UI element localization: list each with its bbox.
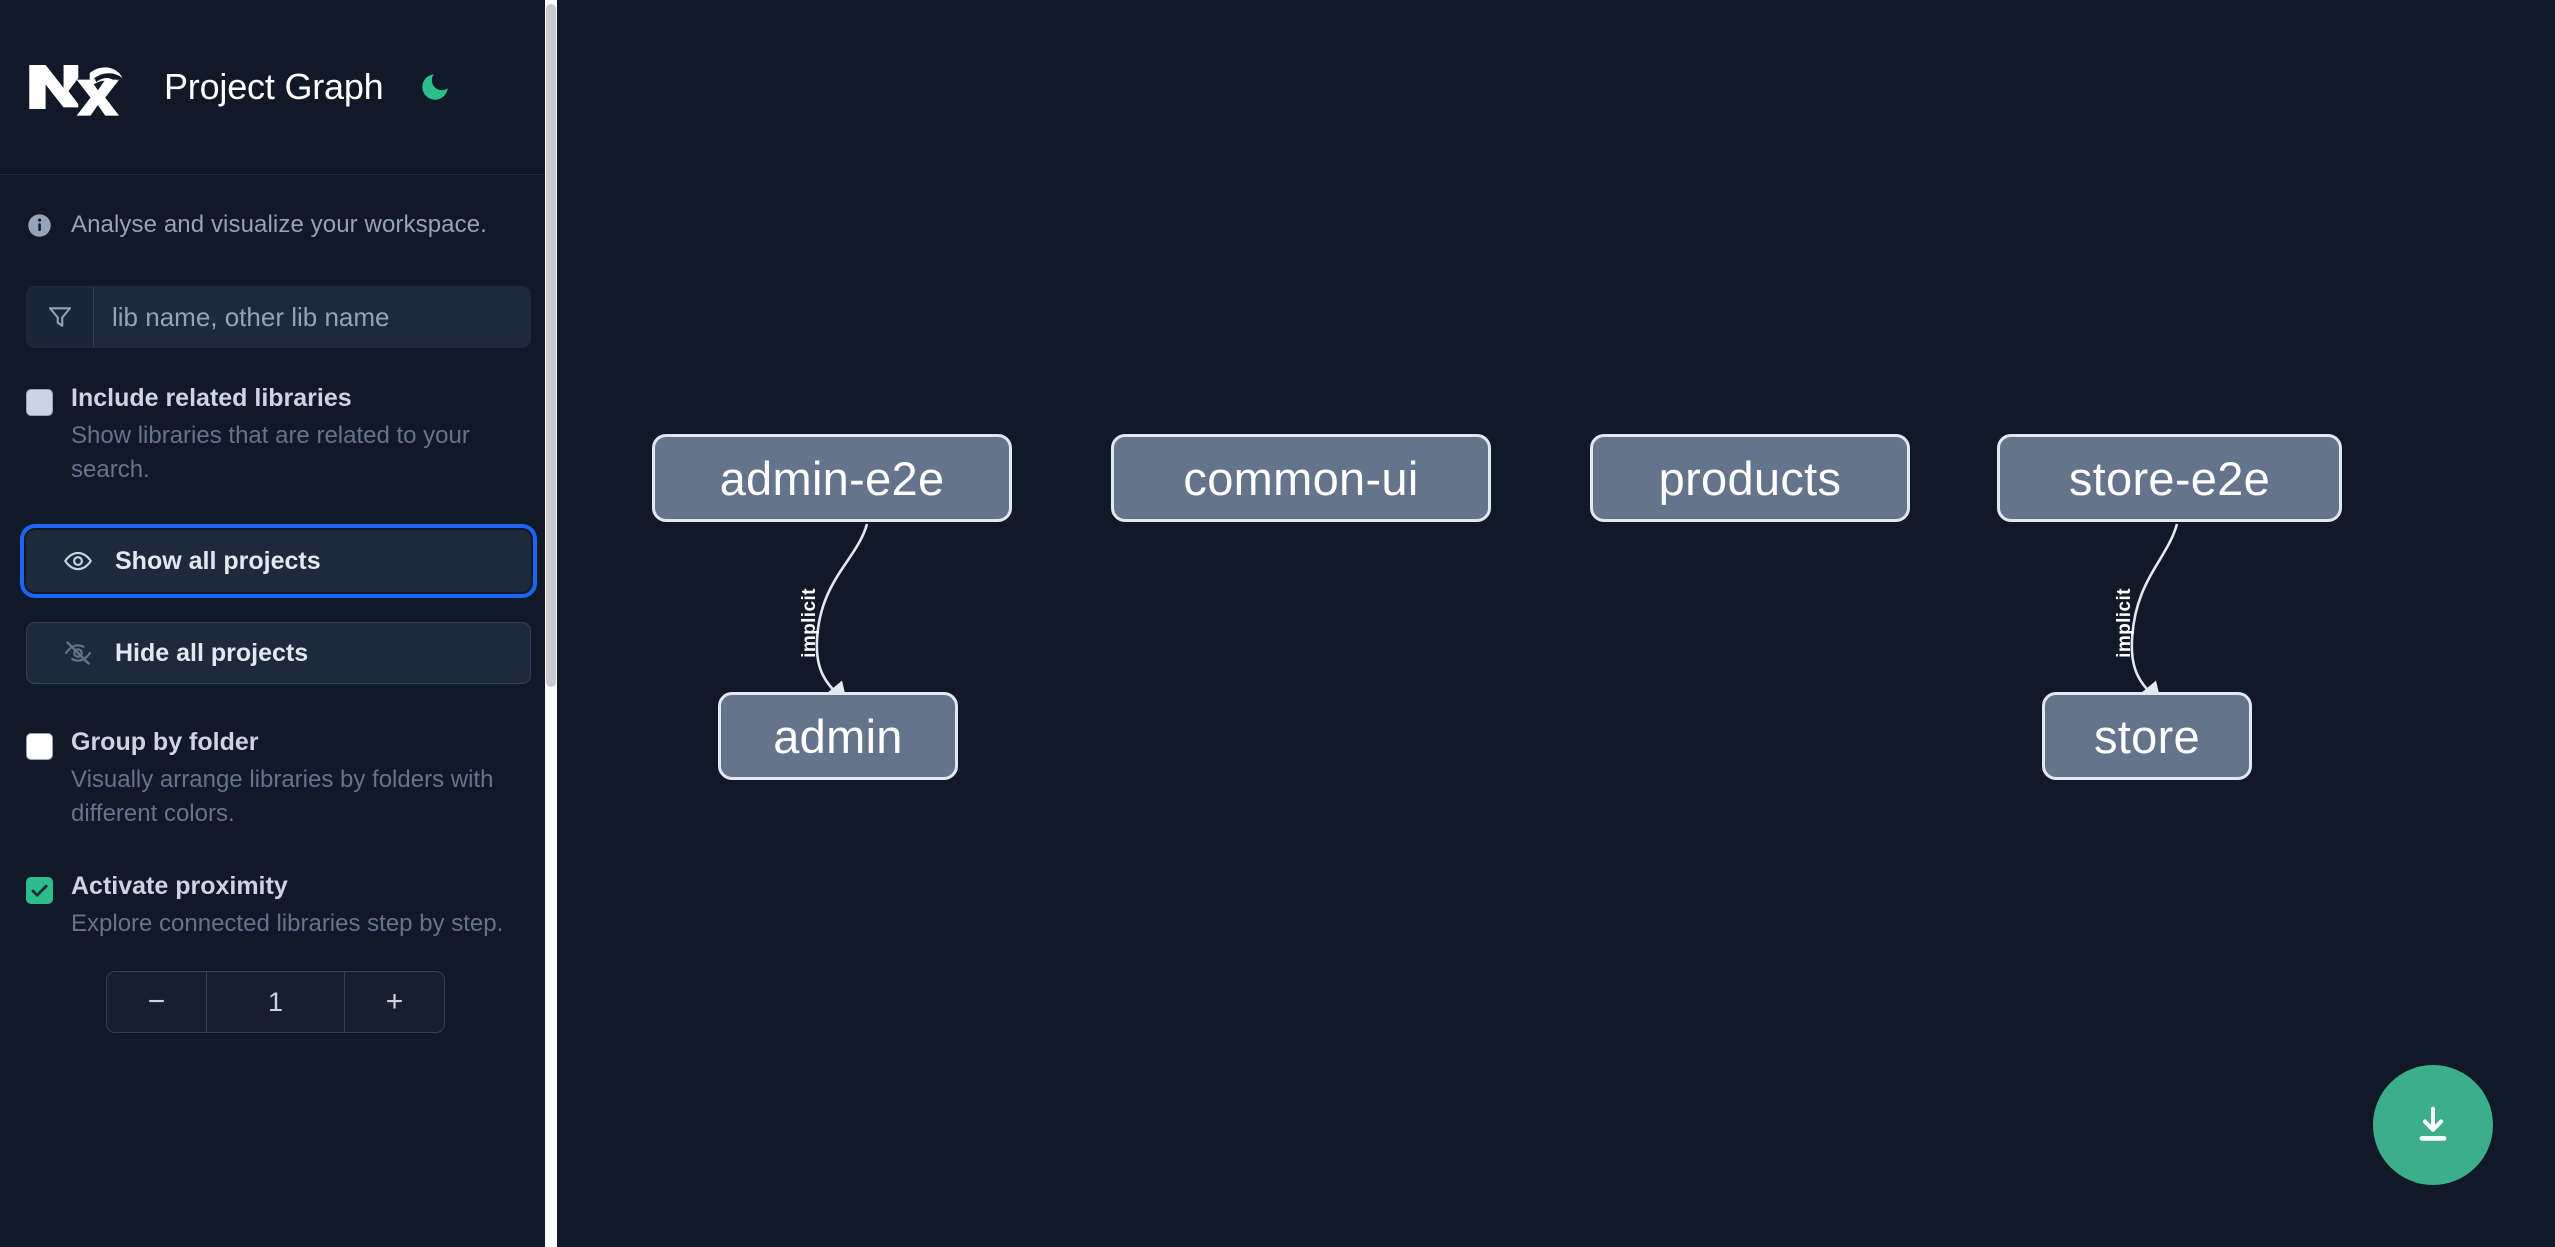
option-activate-proximity[interactable]: Activate proximity Explore connected lib…	[26, 870, 531, 941]
sidebar-scrollbar[interactable]	[545, 0, 557, 1247]
workspace-subtitle-row: Analyse and visualize your workspace.	[0, 175, 557, 239]
option-group-by-folder[interactable]: Group by folder Visually arrange librari…	[26, 726, 531, 832]
sidebar-scrollbar-thumb[interactable]	[546, 4, 556, 687]
option-description: Visually arrange libraries by folders wi…	[71, 765, 494, 828]
graph-canvas[interactable]: admin-e2e common-ui products store-e2e a…	[557, 0, 2555, 1247]
group-by-folder-checkbox[interactable]	[26, 733, 53, 761]
graph-node-store-e2e[interactable]: store-e2e	[1997, 434, 2342, 522]
graph-node-admin[interactable]: admin	[718, 692, 958, 780]
nx-logo	[26, 56, 124, 118]
hide-all-projects-label: Hide all projects	[115, 638, 309, 667]
graph-edges	[815, 523, 2179, 706]
edge-label-implicit-admin: implicit	[798, 588, 820, 658]
option-texts: Group by folder Visually arrange librari…	[71, 726, 531, 832]
include-related-libraries-checkbox[interactable]	[26, 389, 53, 416]
graph-node-common-ui[interactable]: common-ui	[1111, 434, 1491, 522]
proximity-decrement-button[interactable]: −	[107, 972, 207, 1033]
graph-node-store[interactable]: store	[2042, 692, 2252, 780]
filter-icon	[27, 287, 94, 347]
edge-store-e2e-to-store	[2130, 523, 2179, 706]
proximity-value: 1	[207, 972, 344, 1033]
edge-admin-e2e-to-admin	[815, 523, 869, 706]
edge-label-implicit-store: implicit	[2113, 588, 2135, 658]
option-label: Include related libraries	[71, 384, 352, 412]
graph-node-admin-e2e[interactable]: admin-e2e	[652, 434, 1012, 522]
search-field[interactable]	[26, 286, 531, 348]
subtitle-text: Analyse and visualize your workspace.	[71, 211, 487, 238]
sidebar-header: Project Graph	[0, 0, 557, 175]
option-texts: Include related libraries Show libraries…	[71, 382, 531, 488]
option-description: Show libraries that are related to your …	[71, 421, 470, 484]
sidebar-body: Include related libraries Show libraries…	[0, 286, 557, 1034]
activate-proximity-checkbox[interactable]	[26, 877, 53, 905]
info-icon	[26, 212, 53, 239]
eye-icon	[63, 546, 93, 576]
show-all-projects-label: Show all projects	[115, 546, 321, 575]
sidebar: Project Graph Analyse and visualize your…	[0, 0, 557, 1247]
proximity-stepper[interactable]: − 1 +	[106, 971, 445, 1034]
hide-all-projects-button[interactable]: Hide all projects	[26, 622, 531, 685]
download-graph-button[interactable]	[2373, 1065, 2493, 1185]
page-title: Project Graph	[164, 66, 384, 107]
graph-node-products[interactable]: products	[1590, 434, 1910, 522]
search-input[interactable]	[94, 287, 530, 347]
show-all-projects-button[interactable]: Show all projects	[20, 524, 537, 599]
moon-icon[interactable]	[414, 66, 456, 108]
download-icon	[2419, 1106, 2447, 1141]
eye-off-icon	[63, 638, 93, 668]
option-label: Activate proximity	[71, 872, 288, 901]
option-texts: Activate proximity Explore connected lib…	[71, 870, 531, 941]
option-label: Group by folder	[71, 728, 259, 757]
option-include-related-libraries[interactable]: Include related libraries Show libraries…	[26, 382, 531, 488]
option-description: Explore connected libraries step by step…	[71, 909, 504, 937]
proximity-increment-button[interactable]: +	[344, 972, 444, 1033]
